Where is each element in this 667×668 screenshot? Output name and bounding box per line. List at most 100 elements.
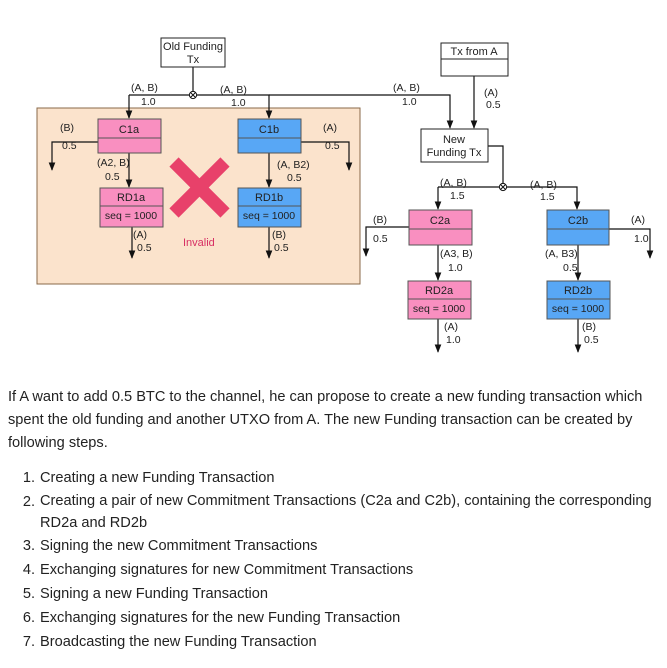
tx-from-a-box: Tx from A: [440, 42, 509, 77]
label-ab-c1b: (A, B)1.0: [220, 84, 247, 109]
label-ab-c2b: (A, B)1.5: [530, 179, 557, 203]
label-ab2-c1b: (A, B2)0.5: [277, 159, 310, 184]
svg-text:0.5: 0.5: [486, 99, 501, 111]
svg-text:0.5: 0.5: [373, 233, 388, 245]
svg-text:(A): (A): [323, 122, 337, 134]
new-funding-tx-box: New Funding Tx: [420, 128, 489, 163]
label-a-c1b: (A) 0.5: [323, 122, 340, 152]
c1a-box: C1a: [97, 118, 162, 154]
svg-text:(A, B): (A, B): [440, 177, 467, 189]
list-item: 1.Creating a new Funding Transaction: [8, 466, 658, 490]
step-text: Signing a new Funding Transaction: [40, 586, 268, 602]
svg-text:0.5: 0.5: [563, 262, 578, 274]
svg-text:0.5: 0.5: [137, 242, 152, 254]
c1b-box: C1b: [237, 118, 302, 154]
svg-text:0.5: 0.5: [325, 140, 340, 152]
label-b-c2a: (B) 0.5: [373, 214, 388, 245]
svg-text:Tx: Tx: [187, 54, 200, 66]
svg-text:(A, B): (A, B): [131, 82, 158, 94]
label-a-rd2a: (A)1.0: [444, 321, 461, 346]
label-b-rd1b: (B)0.5: [272, 229, 289, 254]
svg-text:(A, B3): (A, B3): [545, 248, 578, 260]
junction-icon: [498, 182, 508, 192]
svg-text:0.5: 0.5: [274, 242, 289, 254]
svg-text:1.0: 1.0: [634, 233, 649, 245]
list-item: 7.Broadcasting the new Funding Transacti…: [8, 630, 658, 654]
svg-text:seq = 1000: seq = 1000: [413, 303, 465, 315]
svg-text:1.0: 1.0: [448, 262, 463, 274]
svg-text:seq = 1000: seq = 1000: [243, 210, 295, 222]
svg-text:C2a: C2a: [430, 215, 451, 227]
svg-text:(A3, B): (A3, B): [440, 248, 473, 260]
label-ab-c1a: (A, B) 1.0: [131, 82, 158, 108]
label-a-c2b: (A) 1.0: [631, 214, 649, 245]
svg-text:0.5: 0.5: [62, 140, 77, 152]
steps-list: 1.Creating a new Funding Transaction 2.C…: [8, 466, 658, 654]
svg-text:(A): (A): [484, 87, 498, 99]
svg-text:(A2, B): (A2, B): [97, 157, 130, 169]
label-b-c1a: (B) 0.5: [60, 122, 77, 152]
svg-text:(B): (B): [373, 214, 387, 226]
channel-diagram: Old Funding Tx Tx from A New Funding Tx …: [36, 37, 654, 353]
svg-text:1.0: 1.0: [402, 96, 417, 108]
list-item: 3.Signing the new Commitment Transaction…: [8, 534, 658, 558]
svg-text:(A): (A): [133, 229, 147, 241]
svg-text:1.0: 1.0: [231, 97, 246, 109]
svg-text:(B): (B): [272, 229, 286, 241]
list-item: 2.Creating a pair of new Commitment Tran…: [8, 490, 658, 534]
invalid-label: Invalid: [183, 237, 215, 249]
list-item: 5.Signing a new Funding Transaction: [8, 582, 658, 606]
svg-text:RD1a: RD1a: [117, 192, 146, 204]
svg-text:RD2b: RD2b: [564, 285, 592, 297]
svg-text:(A): (A): [444, 321, 458, 333]
svg-text:(B): (B): [60, 122, 74, 134]
svg-text:Old Funding: Old Funding: [163, 41, 223, 53]
svg-text:1.0: 1.0: [446, 334, 461, 346]
svg-text:C2b: C2b: [568, 215, 588, 227]
svg-text:C1a: C1a: [119, 124, 140, 136]
c2a-box: C2a: [408, 209, 473, 246]
edge-labels: (A, B)1.0 (A, B)1.0 (A, B)1.0 (A)0.5 (B)…: [60, 82, 649, 346]
label-b-rd2b: (B)0.5: [582, 321, 599, 346]
step-text: Exchanging signatures for new Commitment…: [40, 562, 414, 578]
svg-text:(A, B): (A, B): [220, 84, 247, 96]
svg-text:RD1b: RD1b: [255, 192, 283, 204]
rd2a-box: RD2a seq = 1000: [407, 280, 472, 320]
svg-text:(A, B): (A, B): [530, 179, 557, 191]
svg-text:0.5: 0.5: [287, 172, 302, 184]
list-item: 4.Exchanging signatures for new Commitme…: [8, 558, 658, 582]
svg-text:seq = 1000: seq = 1000: [552, 303, 604, 315]
svg-text:Tx from A: Tx from A: [450, 46, 498, 58]
rd2b-box: RD2b seq = 1000: [546, 280, 611, 320]
old-funding-tx-box: Old Funding Tx: [160, 37, 226, 68]
svg-text:Funding Tx: Funding Tx: [427, 147, 482, 159]
connector-lines: [48, 67, 654, 353]
svg-text:1.5: 1.5: [540, 191, 555, 203]
step-text: Signing the new Commitment Transactions: [40, 538, 318, 554]
svg-text:1.0: 1.0: [141, 96, 156, 108]
junction-icon: [188, 90, 198, 100]
svg-text:C1b: C1b: [259, 124, 279, 136]
step-text: Broadcasting the new Funding Transaction: [40, 634, 317, 650]
step-text: Exchanging signatures for the new Fundin…: [40, 610, 401, 626]
label-a3b-c2a: (A3, B) 1.0: [440, 248, 473, 274]
c2b-box: C2b: [546, 209, 610, 246]
label-a-rd1a: (A)0.5: [133, 229, 152, 254]
svg-text:(A): (A): [631, 214, 645, 226]
svg-text:(A, B): (A, B): [393, 82, 420, 94]
step-text: Creating a new Funding Transaction: [40, 470, 275, 486]
svg-text:New: New: [443, 134, 465, 146]
invalid-cross-icon: [169, 157, 230, 218]
svg-text:RD2a: RD2a: [425, 285, 454, 297]
svg-text:seq = 1000: seq = 1000: [105, 210, 157, 222]
list-item: 6.Exchanging signatures for the new Fund…: [8, 606, 658, 630]
svg-text:(A, B2): (A, B2): [277, 159, 310, 171]
svg-text:0.5: 0.5: [105, 171, 120, 183]
rd1a-box: RD1a seq = 1000: [99, 187, 164, 228]
label-a-txa: (A)0.5: [484, 87, 501, 111]
label-ab3-c2b: (A, B3) 0.5: [545, 248, 578, 274]
svg-text:(B): (B): [582, 321, 596, 333]
intro-paragraph: If A want to add 0.5 BTC to the channel,…: [8, 389, 643, 451]
rd1b-box: RD1b seq = 1000: [237, 187, 302, 228]
svg-text:0.5: 0.5: [584, 334, 599, 346]
